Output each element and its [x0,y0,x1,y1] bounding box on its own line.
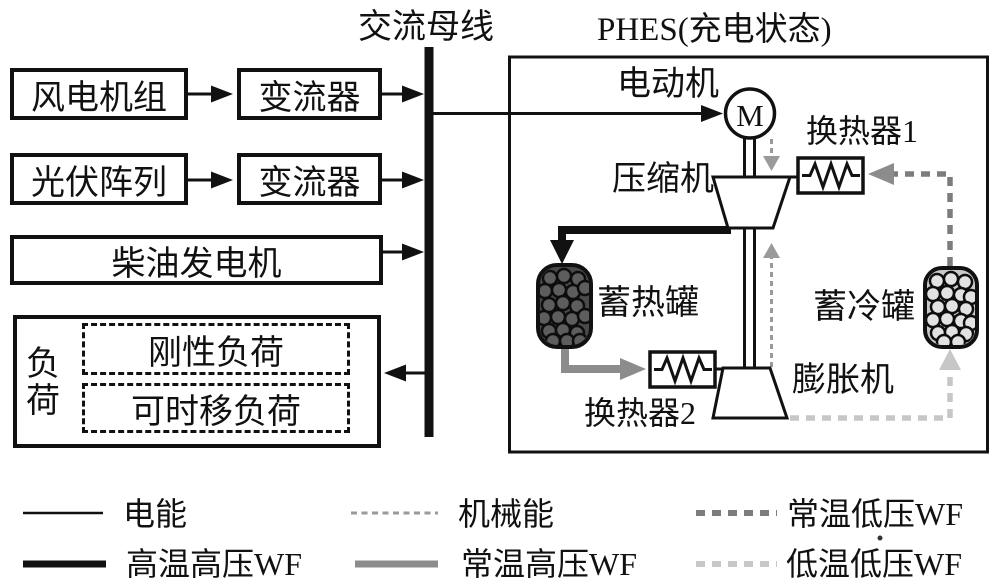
shiftable-load-label: 可时移负荷 [131,393,301,431]
ht-hp-wf-path [558,226,731,242]
arrowhead-converter2-bus [402,171,424,189]
wind-turbine-box: 风电机组 [10,68,188,120]
hx2-label: 换热器2 [584,395,697,431]
expander-symbol [711,366,790,420]
arrowhead-bus-motor [701,105,723,122]
diesel-generator-label: 柴油发电机 [111,245,282,283]
hx2-coil-icon [654,353,712,386]
expander-to-compressor-mech-arrowhead [763,243,780,258]
legend-mechanical-label: 机械能 [458,496,555,532]
hx1-coil-icon [802,159,860,192]
hot-tank-label: 蓄热罐 [597,285,699,322]
converter1-box: 变流器 [237,68,382,120]
arrowhead-pv-converter [211,171,233,189]
converter2-label: 变流器 [258,164,361,202]
motor-to-compressor-mech-arrowhead [763,156,780,171]
hot-tank-symbol [536,263,593,349]
electric-arrowheads [211,85,723,382]
legend-ht-hp-wf-label: 高温高压WF [126,546,303,582]
ac-bus-bar [424,47,434,437]
electric-lines [188,92,703,375]
rigid-load-label: 刚性负荷 [148,334,284,372]
ac-bus-label: 交流母线 [358,9,494,46]
cold-tank-symbol [923,266,979,349]
stray-period-dot [877,535,883,541]
arrowhead-wind-converter [211,85,233,103]
legend-lt-lp-wf-label: 低温低压WF [786,546,963,582]
ht-hp-wf-arrowhead [550,240,574,264]
shaft-lines [743,137,756,369]
pv-array-box: 光伏阵列 [10,153,188,205]
arrowhead-diesel-bus [402,243,424,261]
expander-label: 膨胀机 [792,362,894,399]
legend-nt-hp-wf-label: 常温高压WF [461,546,638,582]
wind-turbine-label: 风电机组 [31,79,167,117]
heat-exchanger-1-symbol [796,156,865,195]
arrowhead-converter1-bus [402,85,424,103]
compressor-symbol [710,175,793,230]
lt-lp-wf-arrowhead [939,349,961,370]
motor-symbol-letter: M [736,98,764,133]
legend-electric-label: 电能 [123,496,188,532]
legend-samples [23,510,883,568]
shiftable-load-box: 可时移负荷 [82,383,350,433]
load-group-box [13,315,381,448]
cold-tank-pebbles [927,270,975,345]
compressor-label: 压缩机 [612,161,714,198]
pv-array-label: 光伏阵列 [31,164,167,202]
cold-tank-label: 蓄冷罐 [813,289,915,326]
phes-title: PHES(充电状态) [597,12,832,48]
nt-lp-wf-path [894,171,953,266]
converter1-label: 变流器 [258,79,361,117]
converter2-box: 变流器 [237,153,382,205]
nt-hp-wf-arrowhead [620,358,646,380]
mechanical-energy-arrows [763,139,780,367]
phes-enclosure-border [508,55,989,454]
diesel-generator-box: 柴油发电机 [10,235,383,285]
motor-circle [723,87,777,140]
lt-lp-wf-path [790,366,953,421]
hx1-label: 换热器1 [806,113,919,149]
nt-hp-wf-path [561,344,620,373]
motor-label: 电动机 [617,66,719,103]
heat-exchanger-2-symbol [648,350,717,389]
rigid-load-box: 刚性负荷 [82,323,350,375]
nt-lp-wf-arrowhead [868,163,894,185]
load-label: 负荷 [26,346,60,420]
legend-nt-lp-wf-label: 常温低压WF [787,496,964,532]
hot-tank-pebbles [540,267,589,345]
arrowhead-bus-load [384,364,406,382]
